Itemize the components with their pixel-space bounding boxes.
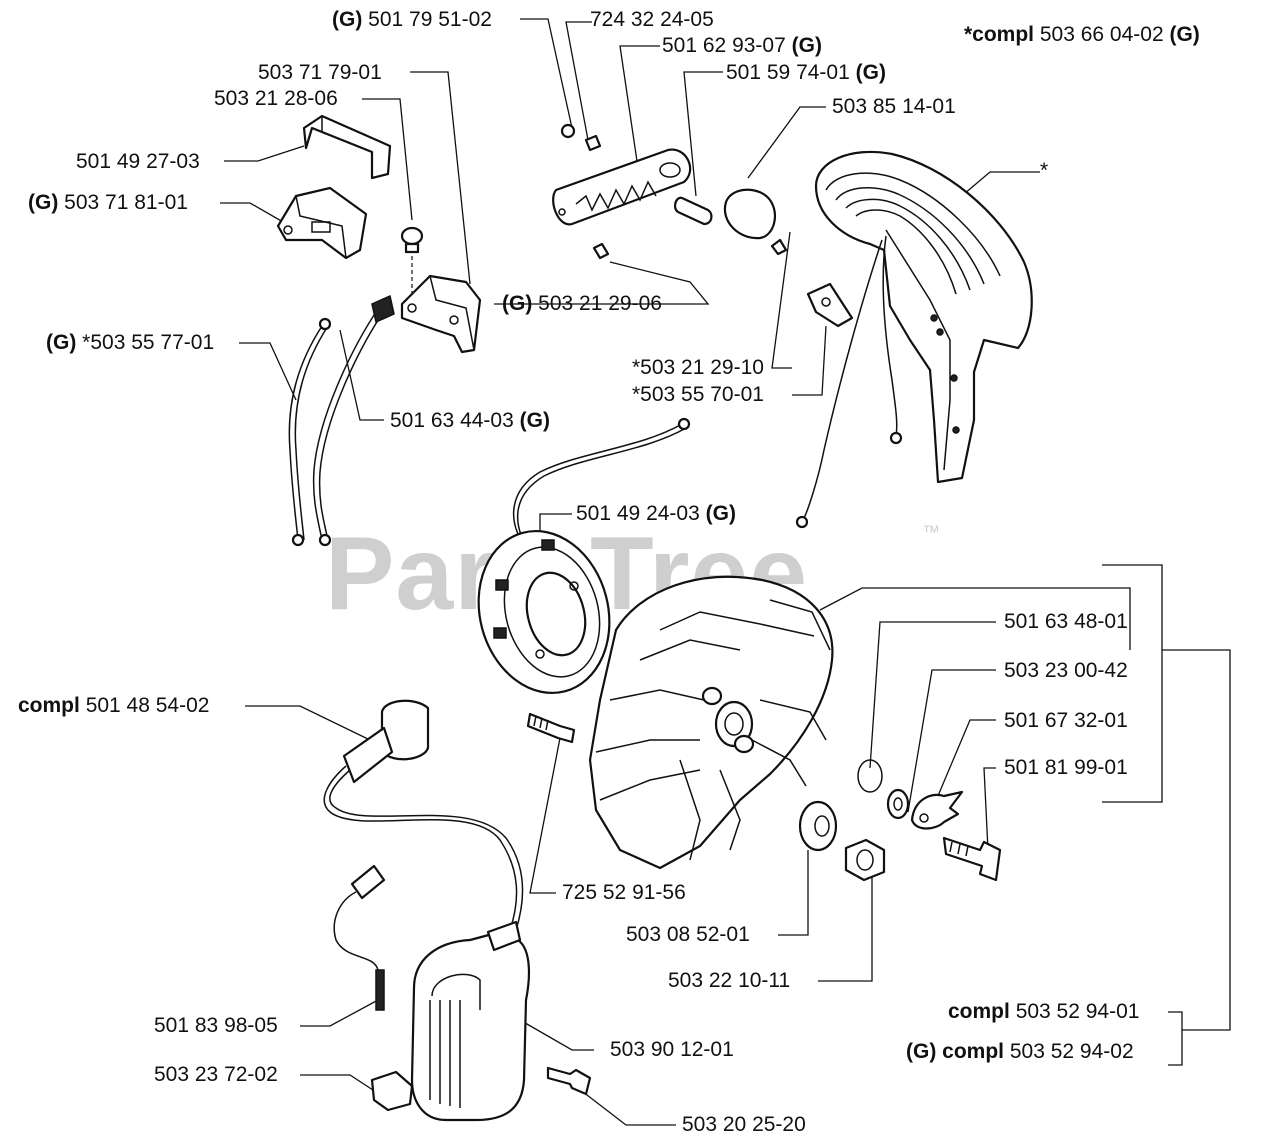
- screw-503212910: [770, 238, 788, 256]
- spark-plug-cap: [323, 699, 524, 931]
- leader-lines: [220, 18, 1231, 1126]
- terminal-503237202: [370, 1070, 414, 1112]
- label-503557701: (G) *503 55 77-01: [46, 331, 215, 354]
- label-501795102: (G) 501 79 51-02: [332, 8, 492, 31]
- label-compl501485402: compl 501 48 54-02: [18, 694, 210, 717]
- washer-503085201: [798, 800, 838, 852]
- label-501492703: 501 49 27-03: [76, 150, 200, 173]
- label-503717901: 503 71 79-01: [258, 61, 382, 84]
- label-503237202: 503 23 72-02: [154, 1063, 278, 1086]
- screw-503212906: [592, 242, 610, 260]
- label-501629307: 501 62 93-07 (G): [662, 34, 822, 57]
- plate-503557001: [806, 282, 854, 328]
- label-503230042: 503 23 00-42: [1004, 659, 1128, 682]
- wire-harness-left: [288, 294, 395, 547]
- screw-503212806: [400, 226, 424, 300]
- pin-501597401: [673, 196, 713, 226]
- rotor-lead-wire: [512, 417, 691, 553]
- label-501634801: 501 63 48-01: [1004, 610, 1128, 633]
- label-compl503529401: compl 503 52 94-01: [948, 1000, 1140, 1023]
- label-503212910: *503 21 29-10: [632, 356, 764, 379]
- label-503221011: 503 22 10-11: [668, 969, 791, 992]
- wire-501839805: [333, 864, 386, 1011]
- label-503212906: (G) 503 21 29-06: [502, 292, 662, 315]
- label-503718101: (G) 503 71 81-01: [28, 191, 188, 214]
- label-501492403: 501 49 24-03 (G): [576, 502, 736, 525]
- label-503557001: *503 55 70-01: [632, 383, 764, 406]
- cover-503851401: [723, 188, 777, 240]
- label-501634403: 501 63 44-03 (G): [390, 409, 550, 432]
- label-503851401: 503 85 14-01: [832, 95, 956, 118]
- label-compl503660402: *compl 503 66 04-02 (G): [964, 23, 1200, 46]
- pawl-501673201: [910, 790, 964, 830]
- mounting-bracket-left: [276, 186, 368, 260]
- label-501597401: 501 59 74-01 (G): [726, 61, 886, 84]
- nut-503221011: [844, 838, 886, 882]
- flywheel-fan: [588, 575, 834, 870]
- ignition-module-503901201: [410, 920, 531, 1122]
- screw-503202520: [546, 1066, 592, 1096]
- plate-501629307: [552, 123, 692, 226]
- trademark-mark: ™: [922, 522, 940, 542]
- label-503212806: 503 21 28-06: [214, 87, 338, 110]
- bolt-501819901: [942, 836, 1002, 882]
- label-501673201: 501 67 32-01: [1004, 709, 1128, 732]
- label-724322405: 724 32 24-05: [590, 8, 714, 31]
- bracket-503717901: [400, 274, 482, 354]
- label-star: *: [1040, 159, 1049, 182]
- label-503202520: 503 20 25-20: [682, 1113, 806, 1136]
- label-503085201: 503 08 52-01: [626, 923, 750, 946]
- cover-assembly: [795, 150, 1033, 529]
- spring-501634801: [857, 759, 883, 793]
- ignition-rotor-501492403: [477, 529, 611, 695]
- label-725529156: 725 52 91-56: [562, 881, 686, 904]
- label-501839805: 501 83 98-05: [154, 1014, 278, 1037]
- washer-503230042: [886, 788, 910, 820]
- label-compl503529402: (G) compl 503 52 94-02: [906, 1040, 1134, 1063]
- label-503901201: 503 90 12-01: [610, 1038, 734, 1061]
- bolt-725529156: [526, 712, 576, 744]
- shield-plate: [302, 114, 392, 180]
- label-501819901: 501 81 99-01: [1004, 756, 1128, 779]
